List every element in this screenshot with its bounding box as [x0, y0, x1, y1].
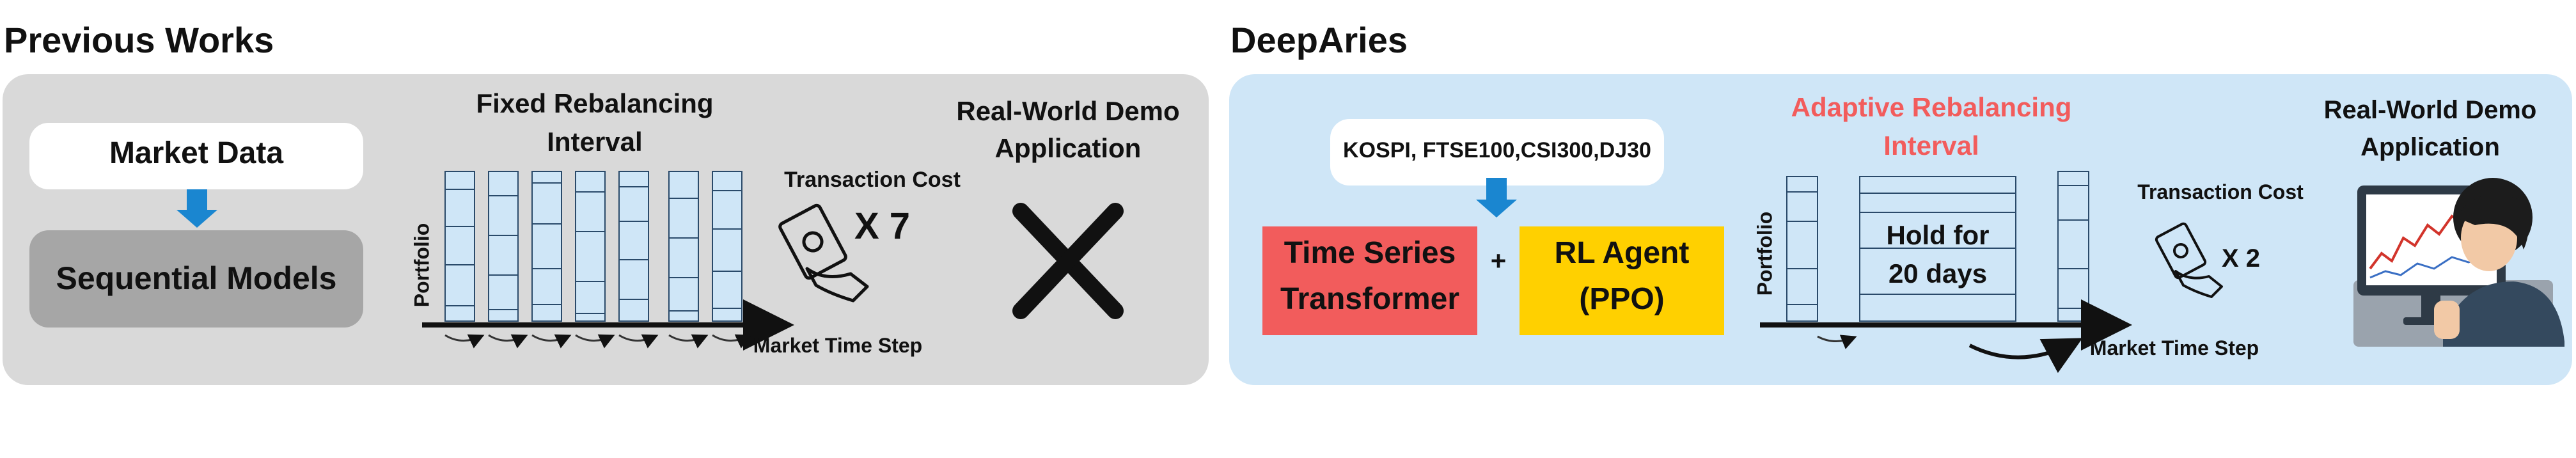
demo-title-line2: Application	[2360, 133, 2500, 161]
previous-works-title: Previous Works	[4, 20, 274, 60]
adaptive-rebalancing-title-line2: Interval	[1883, 130, 1979, 161]
hold-label-line1: Hold for	[1886, 220, 1990, 250]
transformer-label-line1: Time Series	[1284, 236, 1456, 270]
money-hand-icon	[2155, 222, 2223, 298]
portfolio-axis-label: Portfolio	[1753, 211, 1777, 296]
transaction-cost-label: Transaction Cost	[2137, 180, 2304, 203]
hold-label-line2: 20 days	[1888, 258, 1988, 288]
fixed-rebalancing-title-line1: Fixed Rebalancing	[476, 88, 714, 118]
rl-agent-label-line1: RL Agent	[1554, 236, 1690, 270]
deeparies-title: DeepAries	[1230, 20, 1408, 60]
adaptive-rebalancing-title-line1: Adaptive Rebalancing	[1791, 92, 2072, 122]
indices-label: KOSPI, FTSE100,CSI300,DJ30	[1343, 138, 1651, 162]
money-hand-icon	[778, 203, 869, 303]
fixed-bar-dividers	[445, 182, 742, 314]
down-arrow-icon	[177, 189, 217, 228]
sequential-models-label: Sequential Models	[56, 260, 337, 296]
sequential-models-box	[29, 230, 363, 328]
transformer-label-line2: Transformer	[1280, 282, 1460, 316]
rl-agent-label-line2: (PPO)	[1579, 282, 1665, 316]
market-data-label: Market Data	[109, 136, 284, 170]
transaction-cost-label: Transaction Cost	[784, 168, 961, 192]
trader-monitor-icon	[2353, 178, 2564, 347]
market-data-box	[29, 123, 363, 189]
plus-sign: +	[1490, 246, 1507, 276]
rebalance-arcs	[444, 334, 752, 349]
cost-multiplier-x7: X 7	[854, 205, 911, 247]
fixed-portfolio-bars	[444, 171, 742, 322]
long-hold-arc	[1968, 338, 2083, 374]
transformer-box	[1262, 226, 1477, 335]
adaptive-bar-dividers	[1787, 185, 2089, 309]
cost-multiplier-x2: X 2	[2222, 244, 2261, 272]
fixed-rebalancing-title-line2: Interval	[547, 127, 643, 157]
demo-title-line1: Real-World Demo	[956, 96, 1180, 126]
market-time-step-label: Market Time Step	[753, 334, 923, 357]
indices-box	[1330, 119, 1664, 186]
short-rebalance-arc	[1817, 335, 1857, 349]
demo-title-line2: Application	[994, 133, 1142, 163]
demo-title-line1: Real-World Demo	[2323, 96, 2537, 124]
down-arrow-icon	[1476, 178, 1517, 217]
rl-agent-box	[1520, 226, 1724, 335]
market-time-step-label: Market Time Step	[2089, 336, 2259, 359]
portfolio-axis-label: Portfolio	[410, 223, 434, 308]
cross-icon	[1012, 203, 1124, 319]
